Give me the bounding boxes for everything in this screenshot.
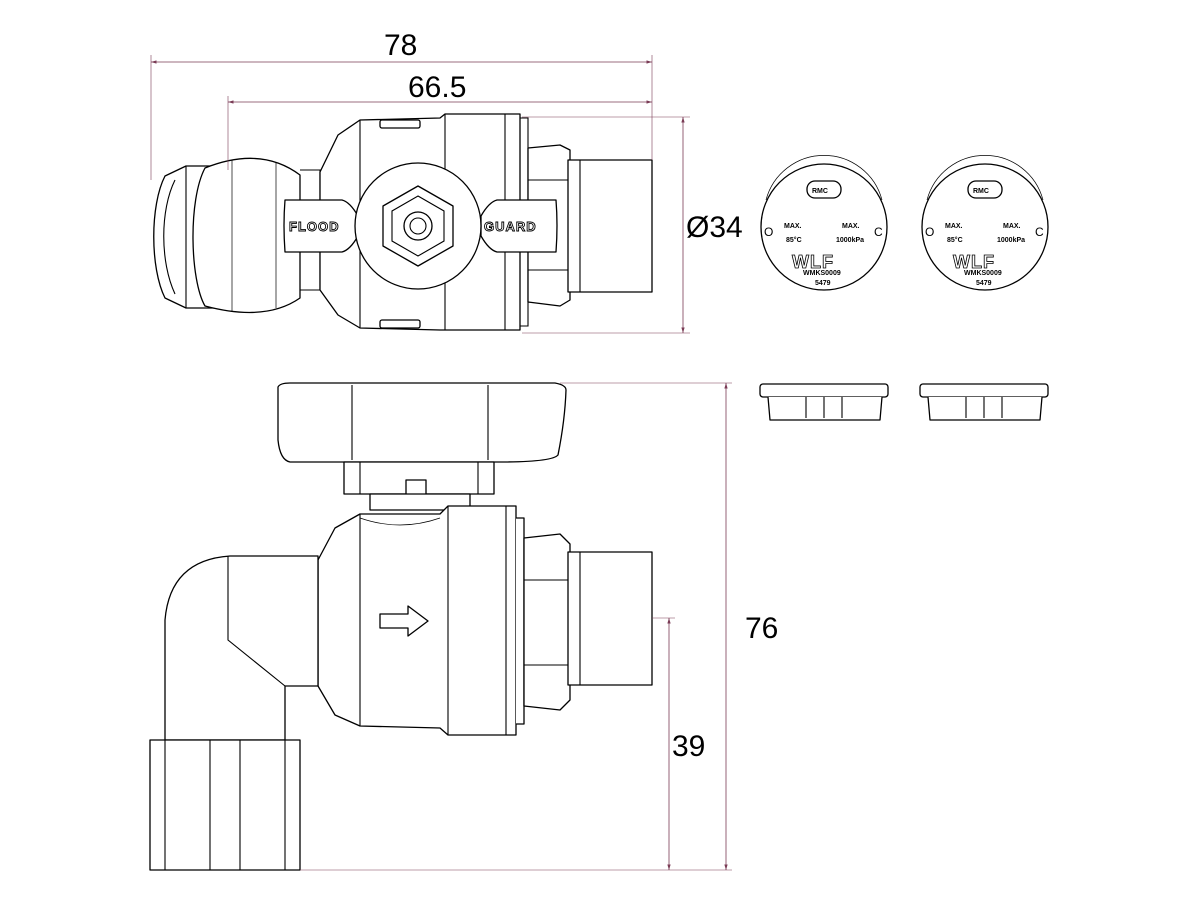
- handle-label-right: GUARD: [484, 219, 537, 234]
- side-handle: [277, 382, 567, 511]
- overall-height-value: 76: [745, 612, 778, 645]
- body-length-value: 66.5: [408, 71, 466, 104]
- cap1-open-mark: O: [764, 225, 773, 239]
- cap1-temp-label: MAX.: [784, 223, 802, 230]
- cap-face-2: RMC O C MAX. 85°C MAX. 1000kPa WLF WMKS0…: [921, 155, 1049, 291]
- handle-label-left: FLOOD: [289, 219, 340, 234]
- dim-overall-height: 76: [300, 382, 778, 871]
- cap1-pressure-value: 1000kPa: [836, 237, 864, 244]
- cap1-code: WMKS0009: [803, 270, 841, 277]
- overall-length-value: 78: [384, 29, 417, 62]
- side-view: 76 39: [149, 382, 778, 871]
- cap-side-1: [759, 383, 889, 421]
- side-outlet: [516, 517, 653, 725]
- cap2-number: 5479: [976, 280, 992, 287]
- cap2-temp-label: MAX.: [945, 223, 963, 230]
- side-elbow: [149, 555, 319, 871]
- outlet-height-value: 39: [672, 730, 705, 763]
- top-view: FLOOD GUARD 78 66.5 Ø34: [150, 29, 743, 334]
- cap2-close-mark: C: [1035, 225, 1044, 239]
- cap2-open-mark: O: [925, 225, 934, 239]
- dim-body-length: 66.5: [227, 71, 652, 170]
- cap1-brand: WLF: [792, 252, 834, 272]
- dim-overall-length: 78: [150, 29, 653, 180]
- cap1-temp-value: 85°C: [786, 236, 802, 244]
- cap1-pressure-label: MAX.: [842, 223, 860, 230]
- cap2-code: WMKS0009: [964, 270, 1002, 277]
- cap2-brand: WLF: [953, 252, 995, 272]
- dim-outlet-height: 39: [652, 617, 705, 870]
- cap1-logo: RMC: [812, 188, 828, 195]
- dim-diameter: Ø34: [522, 116, 743, 334]
- cap1-number: 5479: [815, 280, 831, 287]
- cap2-logo: RMC: [973, 188, 989, 195]
- cap1-close-mark: C: [874, 225, 883, 239]
- cap2-pressure-value: 1000kPa: [997, 237, 1025, 244]
- cap-face-1: RMC O C MAX. 85°C MAX. 1000kPa WLF WMKS0…: [760, 155, 888, 291]
- cap2-temp-value: 85°C: [947, 236, 963, 244]
- top-elbow: [153, 157, 321, 314]
- cap-side-2: [919, 383, 1049, 421]
- top-handle: FLOOD GUARD: [283, 162, 558, 290]
- cap2-pressure-label: MAX.: [1003, 223, 1021, 230]
- side-valve-body: [317, 505, 517, 736]
- diameter-value: Ø34: [686, 211, 743, 244]
